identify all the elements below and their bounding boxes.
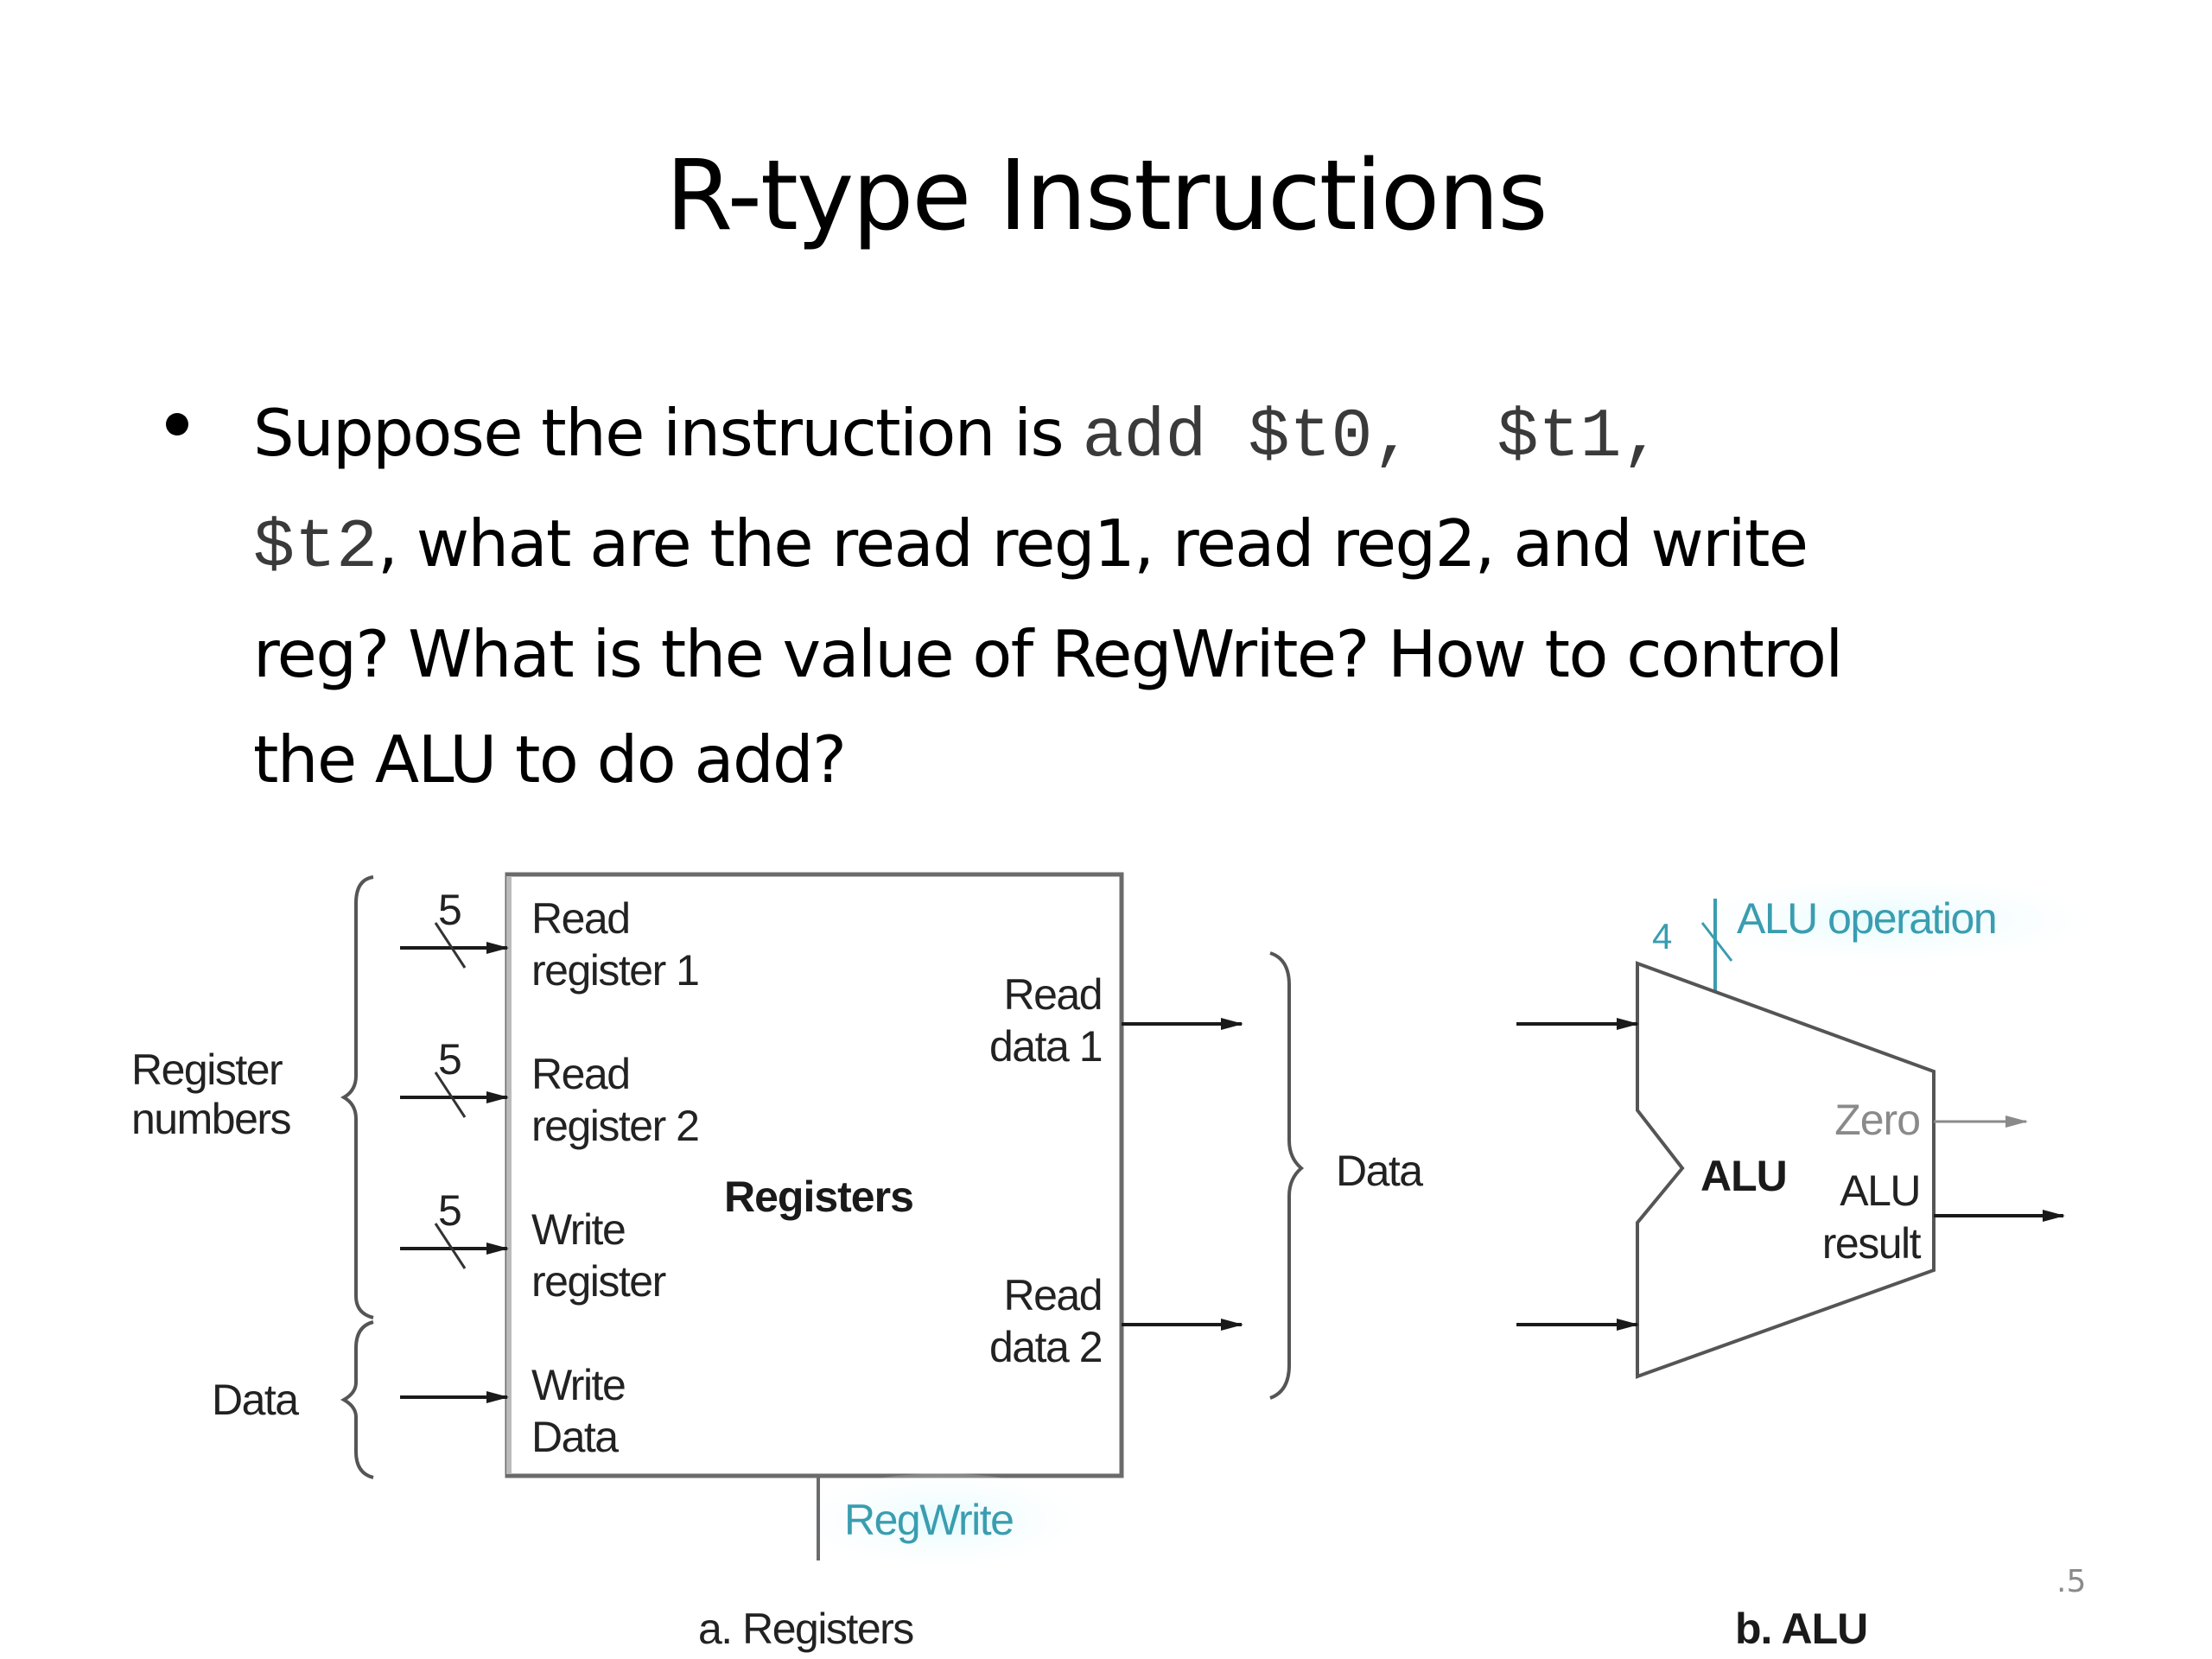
alu: 4 ALU operation ALU Zero ALU result b. A…	[1516, 877, 2091, 1653]
bullet-icon	[166, 413, 188, 435]
slide-page-number: .5	[2056, 1564, 2087, 1599]
input-write-register: 5 Write register	[400, 1186, 667, 1306]
read-data-2-label-1: Read	[1003, 1271, 1102, 1319]
input-write-data: Write Data	[400, 1361, 626, 1461]
register-numbers-label-2: numbers	[131, 1095, 291, 1143]
regwrite-highlight	[804, 1473, 1080, 1568]
write-register-label-1: Write	[531, 1205, 625, 1254]
slide-title: R-type Instructions	[665, 140, 1548, 252]
register-file: Register numbers Data 5 Read register 1 …	[131, 872, 1425, 1653]
bullet-line-1-text: Suppose the instruction is	[253, 395, 1083, 471]
bus-width-write-register: 5	[438, 1186, 461, 1235]
code-register-t2: $t2	[253, 509, 378, 588]
read-register-2-label-2: register 2	[531, 1102, 698, 1150]
bullet-line-3: reg? What is the value of RegWrite? How …	[253, 616, 1843, 692]
read-data-2-label-2: data 2	[989, 1323, 1102, 1371]
alu-zero-label: Zero	[1834, 1096, 1920, 1144]
alu-body	[1636, 961, 1936, 1379]
alu-operation-bus-width: 4	[1652, 916, 1672, 957]
write-data-label-2: Data	[531, 1413, 619, 1461]
read-register-1-label-1: Read	[531, 894, 630, 943]
input-read-register-1: 5 Read register 1	[400, 886, 700, 995]
code-instruction: add $t0, $t1,	[1082, 398, 1663, 477]
bus-slash-icon	[434, 1223, 467, 1269]
bus-slash-icon	[434, 922, 467, 969]
bullet-line-1: Suppose the instruction is add $t0, $t1,	[253, 380, 2111, 491]
output-read-data-2: Read data 2	[989, 1271, 1243, 1371]
registers-block-label: Registers	[724, 1173, 913, 1221]
alu-operation-highlight	[1694, 877, 2091, 963]
register-box	[505, 872, 1124, 1478]
data-input-brace	[340, 1320, 374, 1479]
read-data-1-label-2: data 1	[989, 1022, 1102, 1071]
write-data-label-1: Write	[531, 1361, 625, 1409]
write-register-label-2: register	[531, 1257, 666, 1306]
data-output-label: Data	[1336, 1147, 1423, 1195]
bus-width-read-register-1: 5	[438, 886, 461, 934]
register-numbers-label-1: Register	[131, 1046, 283, 1094]
bullet-text: Suppose the instruction is add $t0, $t1,…	[253, 380, 2111, 812]
bullet-line-2: $t2, what are the read reg1, read reg2, …	[253, 491, 2111, 601]
bus-width-read-register-2: 5	[438, 1035, 461, 1084]
alu-result-label-1: ALU	[1840, 1166, 1920, 1215]
data-input-label: Data	[212, 1376, 299, 1424]
alu-operation-label: ALU operation	[1737, 894, 1996, 943]
read-data-1-label-1: Read	[1003, 970, 1102, 1019]
alu-result-label-2: result	[1822, 1219, 1922, 1268]
registers-caption: a. Registers	[698, 1605, 913, 1653]
register-numbers-brace	[340, 875, 374, 1319]
bullet-line-4: the ALU to do add?	[253, 721, 847, 798]
read-register-1-label-2: register 1	[531, 946, 698, 995]
input-read-register-2: 5 Read register 2	[400, 1035, 700, 1150]
read-register-2-label-1: Read	[531, 1050, 630, 1098]
alu-caption: b. ALU	[1735, 1605, 1867, 1653]
bus-slash-icon	[434, 1071, 467, 1118]
regwrite-label: RegWrite	[844, 1496, 1013, 1544]
alu-block-label: ALU	[1700, 1152, 1787, 1200]
bullet-line-2-text: , what are the read reg1, read reg2, and…	[378, 505, 1808, 582]
bus-slash-icon	[1700, 922, 1733, 962]
data-output-brace	[1269, 951, 1305, 1400]
output-read-data-1: Read data 1	[989, 970, 1243, 1071]
